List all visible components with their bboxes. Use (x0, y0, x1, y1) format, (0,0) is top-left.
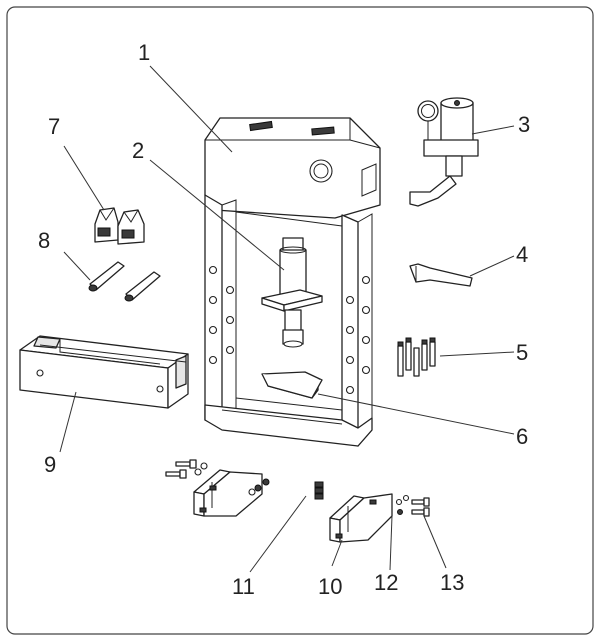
callout-12: 12 (374, 570, 398, 595)
tray-part (261, 371, 323, 399)
callout-11: 11 (232, 574, 255, 599)
callout-2: 2 (132, 138, 144, 163)
callout-1: 1 (138, 40, 150, 65)
fasteners-part (165, 459, 430, 517)
callout-6: 6 (516, 424, 528, 449)
callout-7: 7 (48, 114, 60, 139)
callout-4: 4 (516, 242, 528, 267)
leader-lines (59, 65, 515, 573)
leader-2 (149, 159, 285, 271)
diagram-border (6, 6, 594, 635)
press-bed-part (19, 335, 189, 409)
leader-4 (469, 255, 515, 277)
leader-12 (389, 515, 393, 571)
leader-3 (471, 125, 515, 135)
leader-10 (331, 539, 343, 567)
callout-3: 3 (518, 112, 530, 137)
hand-pump-part (409, 97, 479, 207)
bars-part (88, 261, 161, 302)
leader-5 (439, 351, 515, 357)
leader-13 (423, 515, 447, 569)
callout-5: 5 (516, 340, 528, 365)
callout-8: 8 (38, 228, 50, 253)
leader-11 (249, 495, 307, 573)
leader-7 (63, 145, 105, 211)
leader-8 (63, 251, 91, 281)
pump-handle-part (409, 263, 473, 287)
hydraulic-cylinder-part (261, 237, 323, 348)
leader-1 (149, 65, 233, 153)
leader-6 (317, 393, 515, 435)
press-frame-part (204, 117, 381, 447)
v-blocks-part (94, 207, 145, 245)
pins-set-part (397, 337, 436, 377)
callout-13: 13 (440, 570, 464, 595)
foot-right-part (329, 493, 393, 543)
callout-10: 10 (318, 574, 342, 599)
callout-9: 9 (44, 452, 56, 477)
foot-left-part (193, 469, 263, 517)
leader-9 (59, 391, 77, 453)
